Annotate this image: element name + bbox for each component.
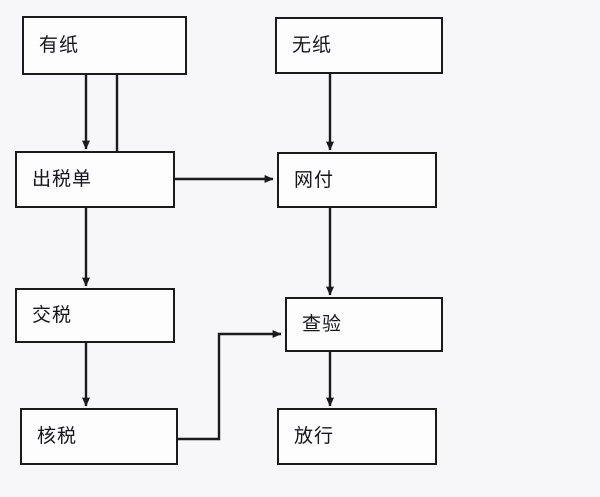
node-wuzhi[interactable]: 无纸 [275, 17, 443, 74]
node-fangxing[interactable]: 放行 [277, 408, 437, 465]
node-youzhi-label: 有纸 [39, 34, 80, 56]
node-wangfu[interactable]: 网付 [277, 152, 437, 208]
node-wuzhi-label: 无纸 [292, 34, 333, 56]
node-youzhi[interactable]: 有纸 [22, 16, 187, 75]
node-chushuidan[interactable]: 出税单 [15, 151, 175, 208]
node-jiaoshui-label: 交税 [32, 304, 73, 326]
node-wangfu-label: 网付 [294, 168, 335, 191]
node-chayan[interactable]: 查验 [285, 297, 443, 352]
node-chushuidan-label: 出税单 [32, 168, 93, 190]
node-fangxing-label: 放行 [294, 425, 335, 447]
node-heshui[interactable]: 核税 [20, 408, 178, 465]
node-jiaoshui[interactable]: 交税 [15, 288, 175, 343]
node-chayan-label: 查验 [302, 313, 343, 335]
node-heshui-label: 核税 [37, 425, 78, 447]
edge-heshui-to-chayan [178, 330, 282, 441]
